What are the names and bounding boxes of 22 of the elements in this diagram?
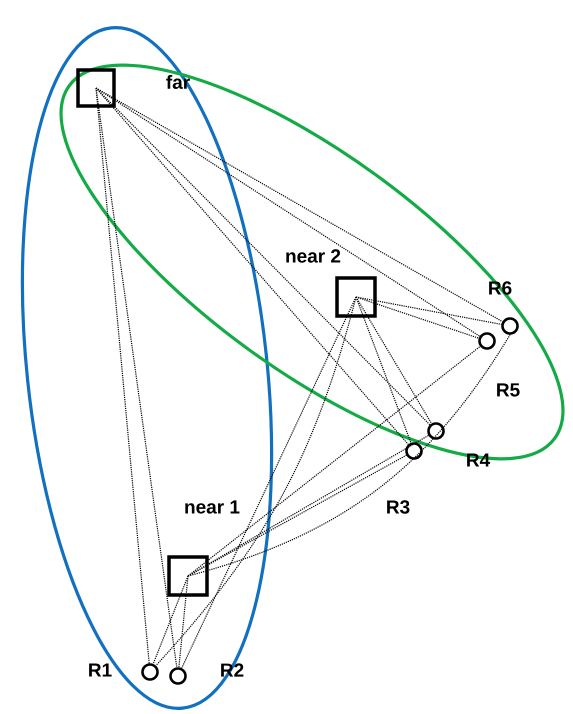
node-label: R1 xyxy=(89,663,112,677)
node-label: R3 xyxy=(387,500,410,514)
circle-marker xyxy=(478,332,496,350)
square-marker xyxy=(167,555,209,597)
connector-line xyxy=(152,576,189,664)
square-marker xyxy=(335,276,377,318)
connector-line xyxy=(355,296,412,443)
connector-line xyxy=(95,88,150,664)
node-label: near 2 xyxy=(286,249,340,263)
circle-marker xyxy=(405,442,423,460)
node-label: R5 xyxy=(497,383,520,397)
circle-marker xyxy=(501,317,519,335)
connector-line xyxy=(356,296,479,339)
connector-line xyxy=(178,576,189,668)
circle-marker xyxy=(141,663,159,681)
connector-line xyxy=(355,296,432,424)
connector-line xyxy=(356,296,502,325)
circle-marker xyxy=(169,667,187,685)
node-label: near 1 xyxy=(185,500,240,514)
connector-line xyxy=(95,88,178,668)
square-marker xyxy=(76,68,116,108)
circle-marker xyxy=(427,422,445,440)
